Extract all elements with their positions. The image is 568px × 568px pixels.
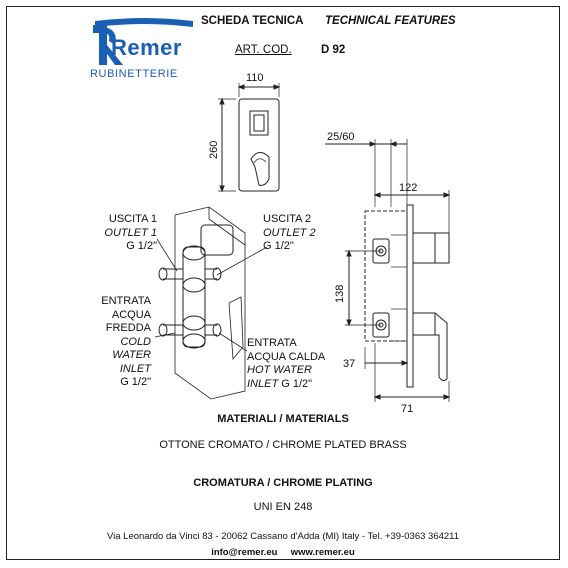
outlet-1-label: USCITA 1 OUTLET 1 G 1/2" <box>104 213 157 252</box>
side-spacing-dim: 138 <box>334 285 346 303</box>
footer-email[interactable]: info@remer.eu <box>211 547 278 558</box>
materials-value: OTTONE CROMATO / CHROME PLATED BRASS <box>159 439 407 451</box>
front-view: 110 260 <box>208 72 281 193</box>
plating-value: UNI EN 248 <box>253 501 313 513</box>
art-code: D 92 <box>321 44 346 56</box>
brand-tagline: RUBINETTERIE <box>90 68 178 80</box>
outlet-2-label: USCITA 2 OUTLET 2 G 1/2" <box>263 213 316 252</box>
front-height-dim: 260 <box>208 141 220 159</box>
iso-view <box>154 206 268 400</box>
technical-drawing: 110 260 25/60 <box>154 72 451 415</box>
technical-sheet: Remer RUBINETTERIE SCHEDA TECNICA TECHNI… <box>6 6 560 560</box>
front-width-dim: 110 <box>246 72 264 84</box>
side-depth-dim: 122 <box>399 182 417 194</box>
side-depth-range-dim: 25/60 <box>327 131 355 143</box>
footer-address: Via Leonardo da Vinci 83 - 20062 Cassano… <box>106 531 460 542</box>
plating-heading: CROMATURA / CHROME PLATING <box>193 477 373 489</box>
hot-inlet-label: ENTRATA ACQUA CALDA HOT WATER INLET G 1/… <box>247 337 326 390</box>
title-english: TECHNICAL FEATURES <box>325 15 456 27</box>
remer-logo <box>93 18 193 65</box>
brand-name: Remer <box>111 35 182 60</box>
side-projection-dim: 71 <box>401 403 413 415</box>
art-code-label: ART. COD. <box>235 44 292 56</box>
footer-contacts: info@remer.eu www.remer.eu <box>7 547 559 558</box>
cold-inlet-label: ENTRATA ACQUA FREDDA COLD WATER INLET G … <box>101 295 151 388</box>
side-view: 25/60 122 <box>325 131 451 415</box>
footer-website[interactable]: www.remer.eu <box>290 547 355 558</box>
side-lower-dim: 37 <box>343 358 355 370</box>
materials-heading: MATERIALI / MATERIALS <box>217 413 349 425</box>
title-italian: SCHEDA TECNICA <box>201 15 304 27</box>
